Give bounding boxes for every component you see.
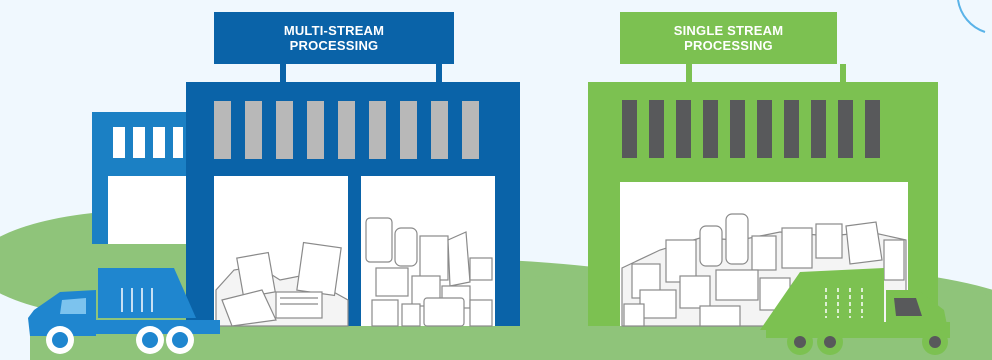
green-garbage-truck bbox=[760, 268, 950, 355]
multi-stream-building bbox=[186, 64, 520, 326]
multi-stream-recycling-pile bbox=[215, 217, 493, 327]
corner-circle-outline bbox=[957, 0, 986, 33]
multi-stream-sign-line1: MULTI-STREAM bbox=[283, 23, 385, 38]
single-stream-sign-line2: PROCESSING bbox=[684, 38, 773, 53]
blue-garbage-truck bbox=[28, 268, 220, 354]
single-stream-sign-line1: SINGLE STREAM bbox=[673, 23, 784, 38]
multi-stream-sign-line2: PROCESSING bbox=[289, 38, 379, 53]
single-stream-sign: SINGLE STREAM PROCESSING bbox=[620, 12, 837, 64]
multi-stream-sign: MULTI-STREAM PROCESSING bbox=[214, 12, 454, 64]
